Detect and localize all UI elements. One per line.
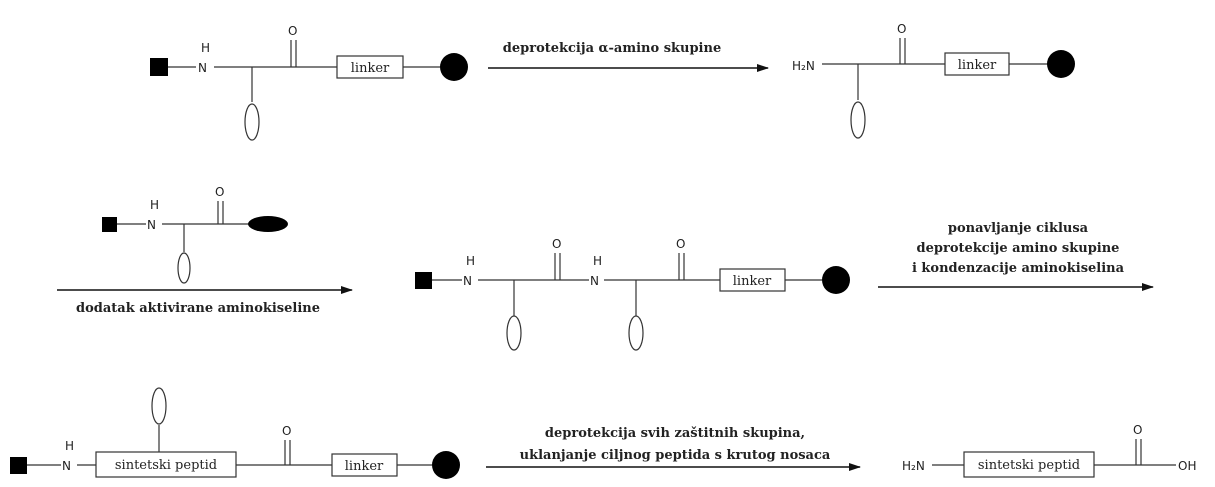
oxygen-atom: O (288, 24, 297, 38)
protecting-group-square-icon (10, 457, 27, 474)
hydrogen-atom: H (150, 198, 159, 212)
nitrogen-atom: N (198, 61, 207, 75)
solid-support-circle-icon (432, 451, 460, 479)
protecting-group-square-icon (102, 217, 117, 232)
oxygen-atom: O (676, 237, 685, 251)
free-peptide: H₂N sintetski peptid O OH (902, 423, 1196, 478)
oxygen-atom: O (1133, 423, 1142, 437)
side-chain-icon (506, 315, 522, 351)
nitrogen-atom: N (62, 459, 71, 473)
oxygen-atom: O (552, 237, 561, 251)
dipeptide-on-resin: N H O N H O linker (415, 237, 850, 351)
step4-caption-line1: deprotekcija svih zaštitnih skupina, (545, 426, 805, 441)
protecting-group-square-icon (415, 272, 432, 289)
synthetic-peptide-label: sintetski peptid (115, 458, 217, 473)
step2-caption: dodatak aktivirane aminokiseline (76, 301, 320, 316)
side-chain-icon (151, 387, 167, 425)
step3-caption-line3: i kondenzacije aminokiselina (912, 261, 1125, 276)
linker-label: linker (958, 58, 997, 73)
side-chain-icon (244, 103, 260, 141)
hydrogen-atom: H (201, 41, 210, 55)
side-chain-icon (850, 101, 866, 139)
oxygen-atom: O (215, 185, 224, 199)
hydrogen-atom: H (466, 254, 475, 268)
nitrogen-atom: N (590, 274, 599, 288)
hydrogen-atom: H (593, 254, 602, 268)
linker-label: linker (345, 459, 384, 474)
step1-caption: deprotekcija α-amino skupine (503, 41, 721, 56)
solid-support-circle-icon (440, 53, 468, 81)
protected-aa-on-resin: N H O linker (150, 24, 468, 141)
linker-label: linker (733, 274, 772, 289)
amine-group: H₂N (792, 59, 815, 73)
hydroxyl-group: OH (1178, 459, 1196, 473)
oxygen-atom: O (282, 424, 291, 438)
side-chain-icon (628, 315, 644, 351)
amine-group: H₂N (902, 459, 925, 473)
activating-group-ellipse-icon (248, 216, 288, 232)
deprotected-aa-on-resin: H₂N O linker (792, 22, 1075, 139)
nitrogen-atom: N (147, 218, 156, 232)
solid-support-circle-icon (822, 266, 850, 294)
step4-caption-line2: uklanjanje ciljnog peptida s krutog nosa… (520, 448, 831, 463)
nitrogen-atom: N (463, 274, 472, 288)
step3-caption-line1: ponavljanje ciklusa (948, 221, 1089, 236)
solid-support-circle-icon (1047, 50, 1075, 78)
peptide-on-resin: N H sintetski peptid O linker (10, 387, 460, 479)
activated-amino-acid: N H O (102, 185, 288, 284)
side-chain-icon (177, 252, 191, 284)
protecting-group-square-icon (150, 58, 168, 76)
synthetic-peptide-label: sintetski peptid (978, 458, 1080, 473)
hydrogen-atom: H (65, 439, 74, 453)
step3-caption-line2: deprotekcije amino skupine (917, 241, 1120, 256)
oxygen-atom: O (897, 22, 906, 36)
linker-label: linker (351, 61, 390, 76)
